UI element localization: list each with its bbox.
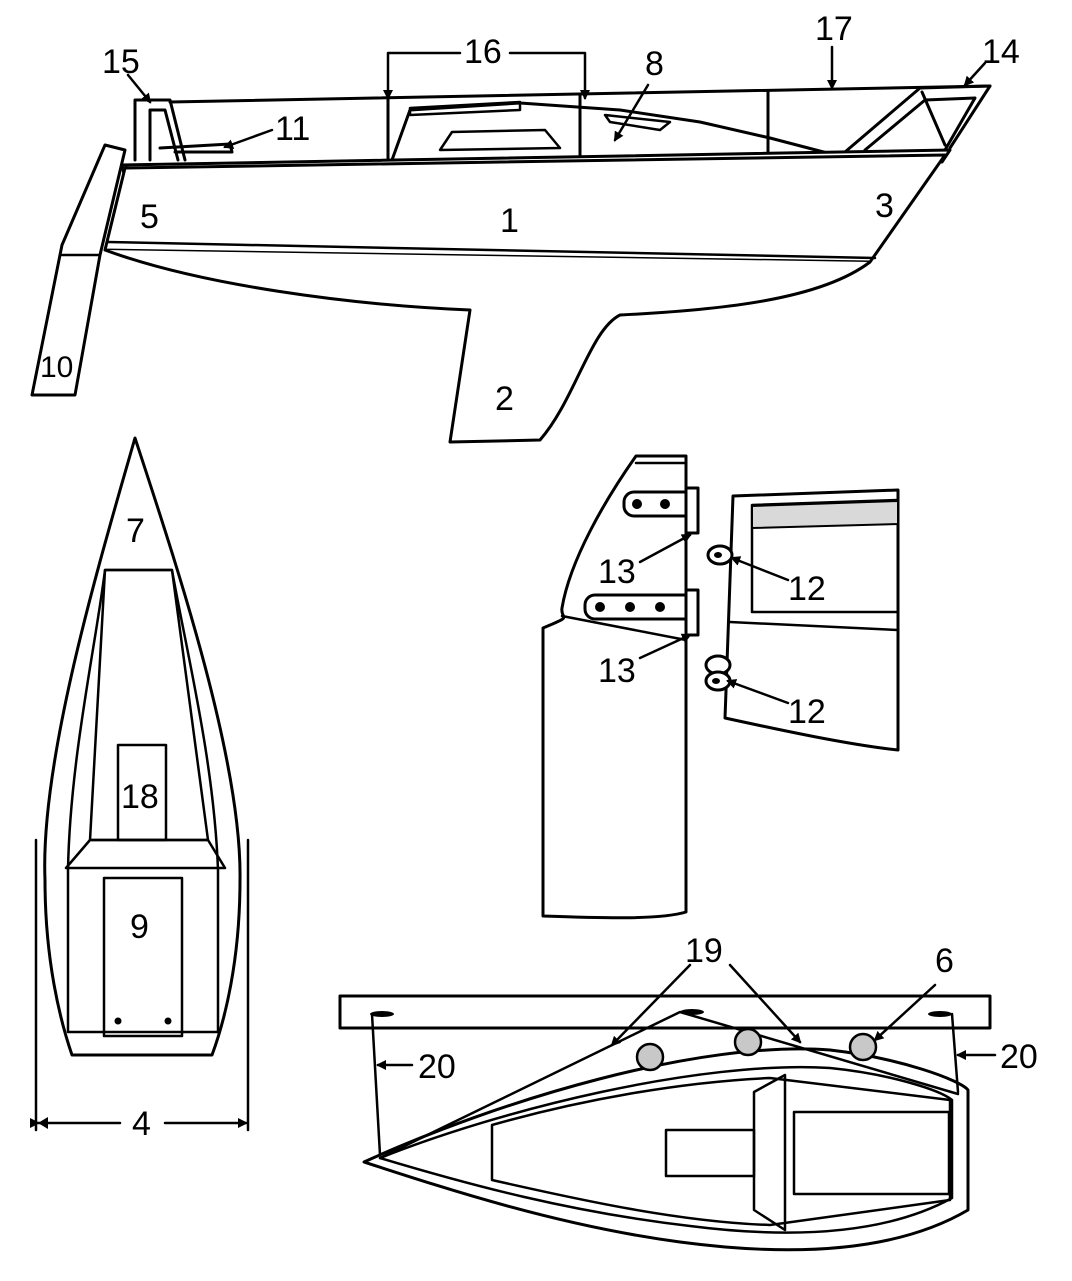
hull-side: [103, 153, 947, 264]
stern-pulpit: [133, 98, 187, 162]
label-dock-lines-right: 20: [1000, 1038, 1038, 1076]
label-keel: 2: [495, 380, 514, 418]
tiller: [158, 142, 234, 154]
fender: [635, 1042, 665, 1072]
label-stanchions: 16: [464, 33, 502, 71]
label-pintle-lower: 13: [598, 652, 636, 690]
cockpit-well: [102, 876, 184, 1038]
label-lifelines: 17: [815, 10, 853, 48]
rudder-side: [30, 143, 127, 397]
top-view: [30, 436, 250, 1132]
dock: [338, 994, 992, 1030]
fender: [733, 1027, 763, 1057]
rudder-detail: [541, 454, 900, 920]
label-foredeck: 7: [126, 512, 145, 550]
companionway-hatch: [116, 743, 168, 842]
pintle-upper: [622, 486, 700, 535]
label-fenders: 6: [935, 942, 954, 980]
label-pintle-upper: 13: [598, 553, 636, 591]
side-view: [30, 84, 992, 444]
label-cockpit: 9: [130, 908, 149, 946]
dock-line: [950, 1012, 960, 1094]
label-fenderboards: 19: [685, 932, 723, 970]
pintle-lower: [583, 588, 700, 637]
leader-lines: [126, 45, 997, 1070]
label-stern: 5: [140, 198, 159, 236]
label-gudgeon-lower: 12: [788, 693, 826, 731]
docked-view: [338, 994, 992, 1252]
label-dock-lines-left: 20: [418, 1048, 456, 1086]
label-tiller: 11: [275, 110, 310, 148]
keel: [104, 248, 871, 444]
gudgeon-upper: [706, 544, 734, 566]
label-gudgeon-upper: 12: [788, 570, 826, 608]
gudgeon-lower: [704, 654, 732, 692]
fender: [848, 1032, 878, 1062]
label-companionway: 18: [121, 778, 159, 816]
label-bow: 3: [875, 187, 894, 225]
label-beam: 4: [132, 1105, 151, 1143]
dock-line: [370, 1012, 382, 1157]
bow-pulpit: [843, 84, 992, 154]
number-labels: 1 2 3 4 5 6 7 8 9 10 11 12 12 13 13 14 1…: [40, 10, 1038, 1143]
label-stern-pulpit: 15: [102, 43, 140, 81]
cabin-top: [390, 100, 837, 162]
fenderboard-line: [378, 1010, 960, 1160]
label-rudder: 10: [40, 351, 73, 384]
label-hull: 1: [500, 202, 519, 240]
label-bow-pulpit: 14: [982, 33, 1020, 71]
label-cabin: 8: [645, 45, 664, 83]
